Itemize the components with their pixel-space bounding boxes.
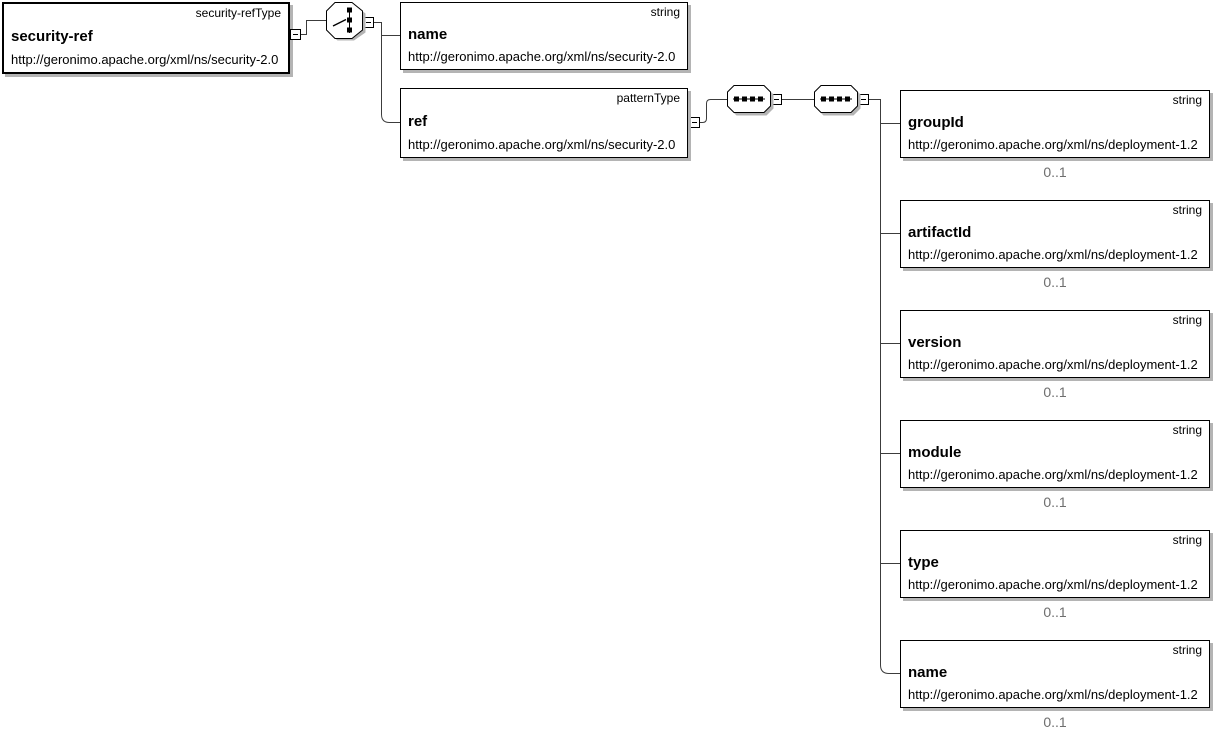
element-box-security-ref[interactable]: security-refType security-ref http://ger… bbox=[2, 2, 290, 74]
element-type-label: patternType bbox=[616, 91, 680, 105]
element-box-type[interactable]: string type http://geronimo.apache.org/x… bbox=[900, 530, 1210, 598]
element-namespace: http://geronimo.apache.org/xml/ns/deploy… bbox=[908, 577, 1198, 592]
element-box-name[interactable]: string name http://geronimo.apache.org/x… bbox=[400, 2, 688, 70]
element-namespace: http://geronimo.apache.org/xml/ns/securi… bbox=[408, 137, 676, 152]
element-name: type bbox=[908, 553, 939, 571]
element-type-label: string bbox=[1172, 423, 1202, 437]
element-name: version bbox=[908, 333, 962, 351]
collapse-toggle-icon[interactable] bbox=[290, 29, 301, 40]
cardinality-label: 0..1 bbox=[1043, 494, 1067, 510]
element-name: name bbox=[408, 25, 448, 43]
element-type-label: string bbox=[1172, 533, 1202, 547]
element-type-label: security-refType bbox=[195, 6, 281, 20]
choice-icon[interactable] bbox=[326, 2, 367, 42]
sequence-icon[interactable] bbox=[814, 85, 863, 118]
element-type-label: string bbox=[650, 5, 680, 19]
element-name: ref bbox=[408, 112, 428, 130]
element-namespace: http://geronimo.apache.org/xml/ns/deploy… bbox=[908, 247, 1198, 262]
element-namespace: http://geronimo.apache.org/xml/ns/deploy… bbox=[908, 357, 1198, 372]
element-namespace: http://geronimo.apache.org/xml/ns/securi… bbox=[408, 49, 676, 64]
element-type-label: string bbox=[1172, 643, 1202, 657]
element-namespace: http://geronimo.apache.org/xml/ns/deploy… bbox=[908, 137, 1198, 152]
cardinality-label: 0..1 bbox=[1043, 274, 1067, 290]
element-type-label: string bbox=[1172, 93, 1202, 107]
element-box-ref[interactable]: patternType ref http://geronimo.apache.o… bbox=[400, 88, 688, 158]
element-box-artifactid[interactable]: string artifactId http://geronimo.apache… bbox=[900, 200, 1210, 268]
element-name: groupId bbox=[908, 113, 964, 131]
cardinality-label: 0..1 bbox=[1043, 164, 1067, 180]
element-type-label: string bbox=[1172, 313, 1202, 327]
cardinality-label: 0..1 bbox=[1043, 384, 1067, 400]
element-namespace: http://geronimo.apache.org/xml/ns/securi… bbox=[11, 52, 279, 67]
element-box-groupid[interactable]: string groupId http://geronimo.apache.or… bbox=[900, 90, 1210, 158]
cardinality-label: 0..1 bbox=[1043, 604, 1067, 620]
element-name: artifactId bbox=[908, 223, 972, 241]
element-name: module bbox=[908, 443, 962, 461]
element-box-module[interactable]: string module http://geronimo.apache.org… bbox=[900, 420, 1210, 488]
collapse-toggle-icon[interactable] bbox=[689, 117, 700, 128]
element-name: security-ref bbox=[11, 27, 93, 45]
element-name: name bbox=[908, 663, 948, 681]
sequence-icon[interactable] bbox=[727, 85, 776, 118]
element-box-version[interactable]: string version http://geronimo.apache.or… bbox=[900, 310, 1210, 378]
cardinality-label: 0..1 bbox=[1043, 714, 1067, 730]
element-type-label: string bbox=[1172, 203, 1202, 217]
element-namespace: http://geronimo.apache.org/xml/ns/deploy… bbox=[908, 687, 1198, 702]
element-namespace: http://geronimo.apache.org/xml/ns/deploy… bbox=[908, 467, 1198, 482]
element-box-name2[interactable]: string name http://geronimo.apache.org/x… bbox=[900, 640, 1210, 708]
